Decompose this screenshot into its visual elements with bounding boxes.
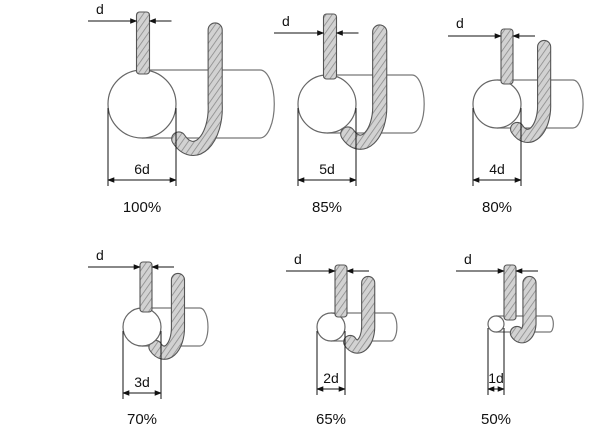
straight-bar (334, 264, 348, 318)
bent-bar (172, 23, 222, 155)
bent-bar (149, 274, 184, 359)
bend-figure: d 4d 80% (448, 15, 584, 216)
straight-bar (322, 13, 338, 80)
mandrel-face (316, 312, 346, 342)
bent-bar (344, 277, 375, 353)
bent-bar (341, 25, 387, 149)
mandrel-face (297, 74, 357, 134)
bar-diameter-label: d (456, 15, 464, 31)
straight-bar (135, 11, 151, 75)
mandrel-diameter-label: 4d (489, 161, 505, 177)
straight-bar (139, 261, 153, 313)
mandrel-diameter-label: 3d (134, 374, 150, 390)
mandrel-diameter-label: 2d (323, 370, 339, 386)
strength-percent-label: 80% (482, 199, 512, 216)
bend-figure: d 2d 65% (286, 251, 398, 428)
bar-diameter-label: d (464, 251, 472, 267)
mandrel-diameter-label: 6d (134, 161, 150, 177)
bend-figure: d 6d 100% (88, 1, 275, 216)
bend-figure: d 1d 50% (456, 251, 554, 428)
strength-percent-label: 85% (312, 199, 342, 216)
bent-bar (511, 41, 551, 142)
bent-bar (510, 277, 536, 343)
strength-percent-label: 50% (481, 411, 511, 428)
straight-bar (500, 28, 514, 85)
mandrel-face (107, 69, 177, 139)
mandrel-face (122, 307, 162, 347)
strength-percent-label: 65% (316, 411, 346, 428)
bar-diameter-label: d (294, 251, 302, 267)
strength-percent-label: 100% (123, 199, 161, 216)
strength-percent-label: 70% (127, 411, 157, 428)
mandrel-diameter-label: 1d (488, 370, 504, 386)
bar-diameter-label: d (282, 13, 290, 29)
bend-figure: d 5d 85% (274, 13, 425, 216)
mandrel-diameter-label: 5d (319, 161, 335, 177)
straight-bar (503, 264, 517, 321)
mandrel-face (487, 315, 505, 333)
bar-diameter-label: d (96, 1, 104, 17)
bend-figure: d 3d 70% (88, 247, 209, 428)
bar-diameter-label: d (96, 247, 104, 263)
mandrel-face (472, 79, 522, 129)
